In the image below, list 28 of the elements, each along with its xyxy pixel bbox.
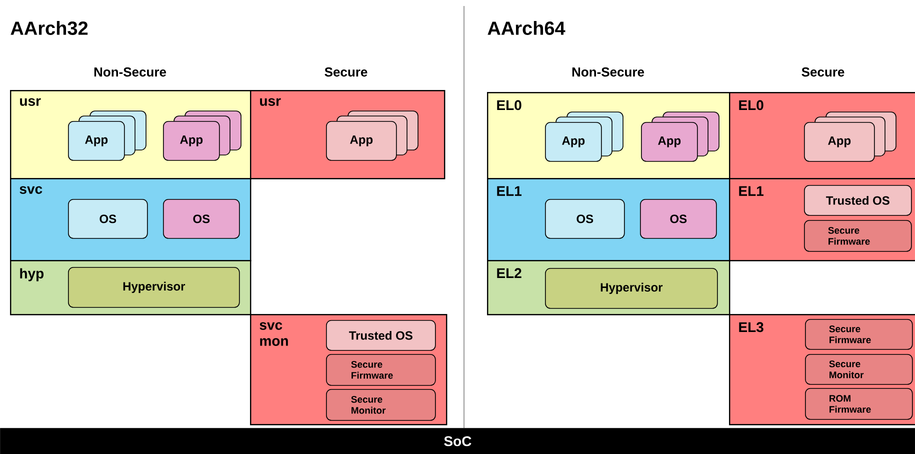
column-heading: Non-Secure [94, 67, 166, 77]
app-stack: App [163, 110, 242, 161]
software-box: Hypervisor [545, 268, 718, 309]
firmware-box: Secure Firmware [326, 354, 436, 386]
panel-title: AArch32 [10, 21, 88, 35]
software-box: OS [68, 198, 148, 239]
app-stack: App [545, 112, 624, 162]
app-stack: App [68, 110, 146, 161]
firmware-box: Secure Monitor [805, 354, 913, 385]
firmware-box: Secure Firmware [804, 220, 912, 252]
software-box: OS [163, 198, 240, 239]
software-box: Hypervisor [68, 267, 240, 308]
software-box: OS [640, 198, 717, 239]
app-stack: App [326, 110, 418, 161]
column-heading: Non-Secure [572, 67, 644, 77]
column-heading: Secure [802, 67, 844, 77]
firmware-box: ROM Firmware [805, 388, 913, 420]
software-box: Trusted OS [326, 320, 436, 351]
panel-title: AArch64 [488, 21, 566, 35]
software-box: Trusted OS [804, 185, 912, 216]
app-stack: App [804, 112, 896, 162]
app-stack: App [641, 112, 720, 162]
firmware-box: Secure Monitor [326, 389, 436, 421]
node-label: EL0 [739, 100, 764, 110]
column-heading: Secure [324, 67, 368, 77]
firmware-box: Secure Firmware [805, 319, 913, 350]
software-box: OS [545, 198, 625, 239]
soc-bar: SoC [0, 428, 915, 454]
